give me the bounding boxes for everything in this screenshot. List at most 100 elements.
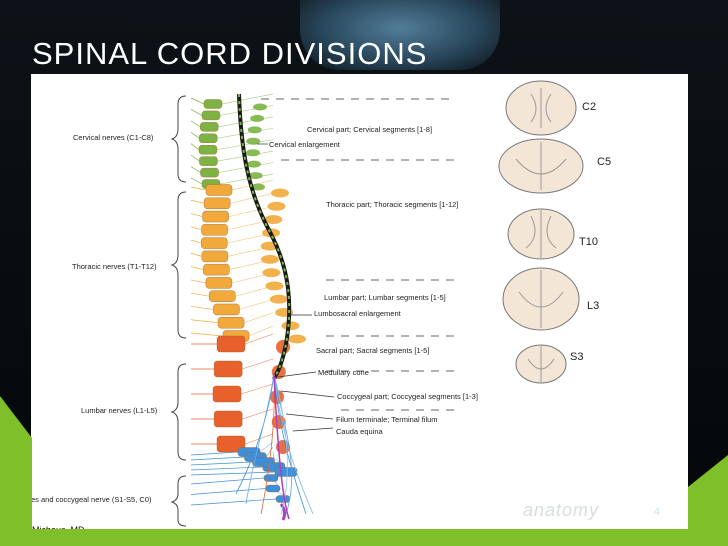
label-section-c5: C5 <box>597 156 612 168</box>
label-thoracic-nerves: Thoracic nerves (T1-T12) <box>72 262 157 271</box>
spinous-process <box>269 294 288 304</box>
label-filum-terminale: Filum terminale; Terminal filum <box>336 415 438 424</box>
nerve-line <box>266 446 274 458</box>
vertebra <box>199 156 218 166</box>
label-sacral-nerves: es and coccygeal nerve (S1-S5, C0) <box>31 495 152 504</box>
cauda-equina <box>235 373 314 520</box>
nerve-line <box>242 408 274 420</box>
nerve-line <box>242 358 274 370</box>
spinous-process <box>246 137 261 145</box>
slide-title: SPINAL CORD DIVISIONS <box>32 36 428 71</box>
vertebra <box>217 317 245 329</box>
label-lumbar-nerves: Lumbar nerves (L1-L5) <box>81 406 158 415</box>
spinous-process <box>262 268 281 278</box>
label-thoracic-part: Thoracic part; Thoracic segments [1-12] <box>326 200 459 209</box>
nerve-line <box>190 451 239 456</box>
label-section-s3: S3 <box>570 351 584 363</box>
label-cervical-enlargement: Cervical enlargement <box>269 140 340 149</box>
nerve-line <box>239 299 274 310</box>
nerve-line <box>190 177 203 185</box>
nerve-line <box>219 173 274 185</box>
label-coccygeal-part: Coccygeal part; Coccygeal segments [1-3] <box>337 392 478 401</box>
nerve-line <box>190 132 200 139</box>
nerve-line <box>230 192 274 204</box>
vertebra <box>202 210 229 223</box>
region-brackets <box>170 95 187 527</box>
label-lumbar-part: Lumbar part; Lumbar segments [1-5] <box>324 293 446 302</box>
spinous-process <box>264 215 283 225</box>
nerve-line <box>190 166 201 173</box>
spinous-process <box>251 183 265 191</box>
spinous-process <box>271 188 289 198</box>
spinous-process <box>250 114 265 122</box>
vertebra <box>203 263 230 276</box>
spinous-process <box>265 281 284 291</box>
spinous-process <box>247 126 262 134</box>
nerve-line <box>190 471 276 476</box>
nerve-line <box>190 186 207 191</box>
nerve-line <box>190 456 245 461</box>
label-section-c2: C2 <box>582 101 597 113</box>
spinous-process <box>288 334 306 344</box>
vertebra <box>201 237 228 249</box>
header-decoration <box>300 0 500 70</box>
nerve-line <box>190 120 201 128</box>
vertebra <box>200 167 219 178</box>
spinous-process <box>246 160 261 168</box>
spinal-cord-segments <box>238 93 291 380</box>
cross-sections <box>498 80 584 384</box>
nerve-line <box>190 97 205 105</box>
nerve-line <box>190 143 200 150</box>
nerve-line <box>190 306 214 310</box>
vertebra <box>212 385 242 403</box>
nerve-line <box>190 266 204 270</box>
vertebra <box>200 122 219 132</box>
diagram-panel: Cervical nerves (C1-C8) Thoracic nerves … <box>31 74 688 529</box>
spinous-process <box>253 103 267 111</box>
nerve-line <box>190 292 210 297</box>
segment-boundaries <box>261 98 456 411</box>
nerve-line <box>190 253 202 257</box>
label-cervical-part: Cervical part; Cervical segments [1-8] <box>307 125 433 134</box>
nerve-line <box>190 488 267 495</box>
vertebra <box>201 224 228 236</box>
spinal-cord-diagram <box>170 80 584 527</box>
coccyx <box>279 503 287 521</box>
nerve-line <box>190 109 203 116</box>
label-cauda-equina: Cauda equina <box>336 427 383 436</box>
vertebra <box>201 250 229 263</box>
anatomy-watermark: anatomy <box>523 500 600 520</box>
nerve-line <box>190 239 202 244</box>
vertebra <box>275 495 291 503</box>
label-section-t10: T10 <box>579 236 598 248</box>
vertebra <box>203 99 223 109</box>
nerve-line <box>243 312 274 324</box>
label-sacral-part: Sacral part; Sacral segments [1-5] <box>316 346 430 355</box>
label-section-l3: L3 <box>587 300 600 312</box>
nerve-line <box>216 139 274 151</box>
nerve-line <box>190 154 200 162</box>
spinous-process <box>260 254 279 264</box>
nerve-line <box>190 226 202 231</box>
page-number: 4 <box>654 506 661 518</box>
nerve-line <box>218 116 274 128</box>
spinous-process <box>246 149 261 157</box>
spinous-process <box>248 172 263 180</box>
vertebra <box>201 110 221 121</box>
bottom-accent-bar <box>0 529 728 546</box>
label-cervical-nerves: Cervical nerves (C1-C8) <box>73 133 154 142</box>
nerve-line <box>240 383 274 395</box>
nerve-line <box>190 466 263 471</box>
vertebra <box>205 184 233 196</box>
nerve-line <box>190 461 253 466</box>
spinous-process <box>267 201 286 211</box>
vertebra <box>203 197 231 209</box>
vertebra <box>216 335 246 353</box>
vertebra <box>209 290 236 302</box>
label-medullary-cone: Medullary cone <box>318 368 369 377</box>
nerve-line <box>190 498 277 506</box>
nerve-line <box>190 213 203 217</box>
nerve-line <box>248 325 274 337</box>
nerve-line <box>190 477 265 485</box>
label-leaders <box>257 143 335 432</box>
